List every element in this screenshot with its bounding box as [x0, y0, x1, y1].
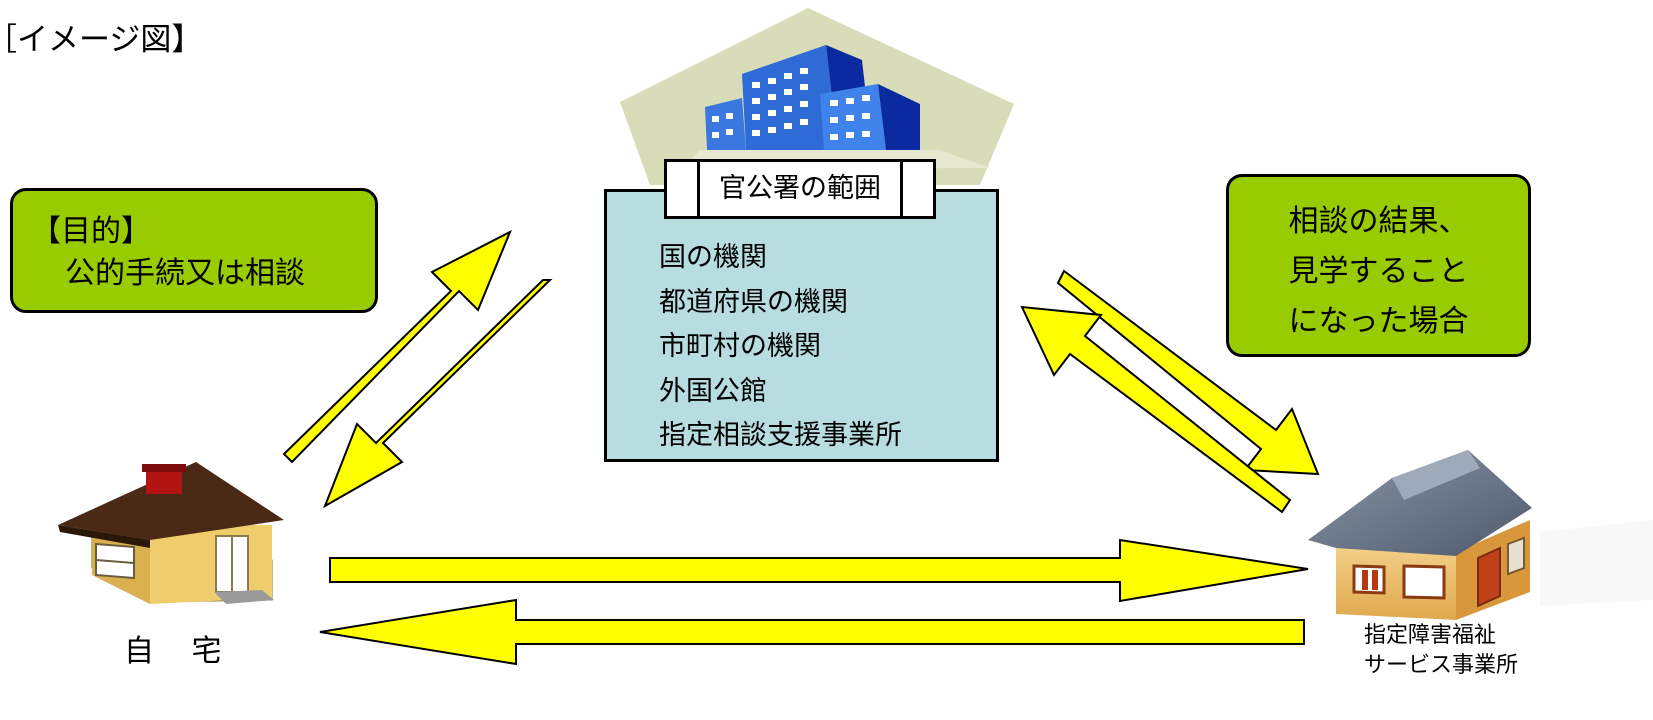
result-line: 見学すること: [1288, 254, 1469, 289]
result-line: になった場合: [1288, 304, 1469, 339]
arrow-office-to-facility: [1056, 269, 1320, 476]
arrow-home-to-facility: [329, 538, 1309, 603]
office-list-item: 市町村の機関: [659, 331, 821, 362]
arrow-office-to-home: [323, 279, 553, 509]
facility-label-line: 指定障害福祉: [1364, 623, 1497, 648]
house-icon: [58, 462, 284, 604]
purpose-heading: 【目的】: [31, 214, 151, 249]
office-list: 国の機関 都道府県の機関 市町村の機関 外国公館 指定相談支援事業所: [659, 236, 902, 459]
result-box: 相談の結果、 見学すること になった場合: [1226, 174, 1531, 357]
office-scope-header: 官公署の範囲: [664, 159, 936, 219]
office-list-item: 国の機関: [659, 242, 767, 273]
office-scope-box: 国の機関 都道府県の機関 市町村の機関 外国公館 指定相談支援事業所: [604, 189, 999, 462]
office-list-item: 都道府県の機関: [659, 286, 848, 318]
facility-label-line: サービス事業所: [1364, 653, 1519, 678]
home-label: 自 宅: [124, 634, 236, 669]
purpose-text: 公的手続又は相談: [65, 256, 305, 291]
facility-label: 指定障害福祉 サービス事業所: [1364, 621, 1518, 681]
purpose-box: 【目的】 公的手続又は相談: [10, 188, 378, 313]
arrow-facility-to-home: [319, 598, 1305, 666]
office-scope-header-label: 官公署の範囲: [719, 173, 881, 204]
arrow-home-to-office: [282, 229, 512, 464]
office-list-item: 指定相談支援事業所: [659, 420, 902, 451]
page-title: ［イメージ図】: [0, 22, 203, 58]
facility-building-icon: [1308, 450, 1653, 620]
result-line: 相談の結果、: [1288, 204, 1469, 239]
office-list-item: 外国公館: [659, 375, 767, 407]
arrow-facility-to-office: [1020, 305, 1292, 514]
